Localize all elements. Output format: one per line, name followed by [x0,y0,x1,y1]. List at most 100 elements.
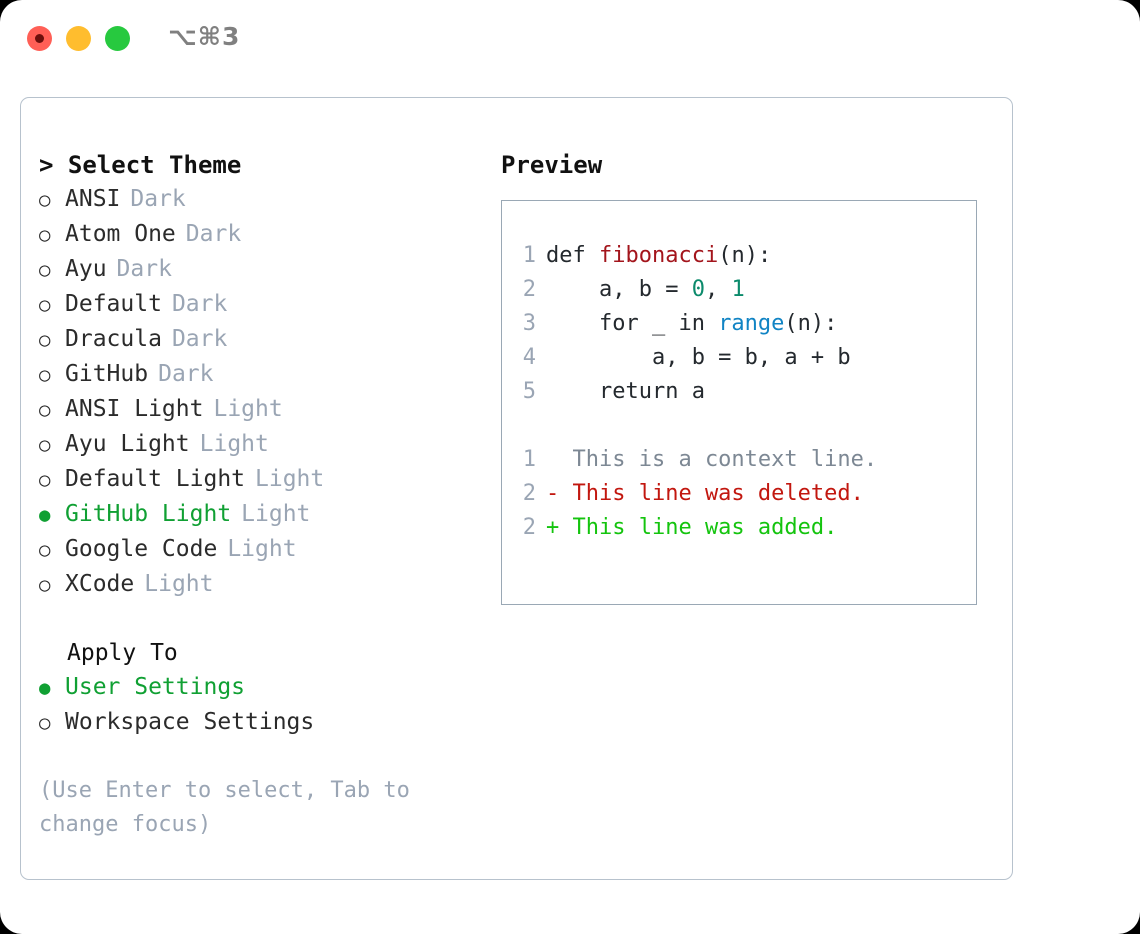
radio-unselected-icon: ○ [39,364,51,386]
code-token-num: 0 [691,277,705,302]
theme-variant-badge: Dark [116,256,172,282]
line-number: 1 [522,243,536,268]
apply-to-option-user-settings[interactable]: ● User Settings [39,670,489,705]
code-line: 1 def fibonacci(n): [502,239,976,273]
radio-unselected-icon: ○ [39,224,51,246]
radio-selected-icon: ● [39,677,51,699]
code-token-fn: fibonacci [598,243,719,268]
radio-unselected-icon: ○ [39,294,51,316]
theme-option-ansi[interactable]: ○ ANSI Dark [39,182,489,217]
diff-line-del: 2- This line was deleted. [502,477,976,511]
code-token-plain: (n): [718,243,772,268]
radio-unselected-icon: ○ [39,574,51,596]
theme-variant-badge: Light [255,466,325,492]
theme-variant-badge: Dark [130,186,186,212]
radio-unselected-icon: ○ [39,189,51,211]
section-spacer [39,602,489,636]
theme-option-default-light[interactable]: ○ Default Light Light [39,462,489,497]
close-window-button[interactable] [27,26,52,51]
theme-variant-badge: Dark [158,361,214,387]
apply-to-option-workspace-settings[interactable]: ○ Workspace Settings [39,705,489,740]
code-line-text: for _ in range(n): [546,307,837,341]
code-token-plain: a, b = [546,277,692,302]
theme-option-label: Default [65,291,162,317]
theme-option-label: Default Light [65,466,246,492]
apply-to-heading: Apply To [67,640,178,666]
select-theme-heading: > Select Theme [39,151,242,179]
diff-line-text: + This line was added. [546,515,838,540]
code-token-plain: return a [546,379,705,404]
theme-option-default[interactable]: ○ Default Dark [39,287,489,322]
theme-variant-badge: Dark [171,291,228,317]
theme-variant-badge: Light [213,396,283,422]
radio-unselected-icon: ○ [39,469,51,491]
apply-to-list[interactable]: ● User Settings ○ Workspace Settings [39,670,489,740]
code-token-plain: , [704,277,732,302]
code-token-plain: (n): [784,311,838,336]
keyboard-shortcut-label: ⌥⌘3 [168,22,241,51]
title-bar: ⌥⌘3 [0,0,1140,78]
theme-option-google-code[interactable]: ○ Google Code Light [39,532,489,567]
diff-line-add: 2 + This line was added. [502,511,976,545]
line-number: 5 [522,379,536,404]
theme-option-label: GitHub [65,361,149,387]
theme-option-label: GitHub Light [65,501,232,527]
code-token-plain: def [546,243,599,268]
theme-variant-badge: Light [227,536,297,562]
maximize-window-button[interactable] [105,26,130,51]
theme-option-github[interactable]: ○ GitHub Dark [39,357,489,392]
radio-unselected-icon: ○ [39,539,51,561]
theme-option-atom-one[interactable]: ○ Atom One Dark [39,217,489,252]
radio-unselected-icon: ○ [39,399,51,421]
theme-option-ansi-light[interactable]: ○ ANSI Light Light [39,392,489,427]
line-number: 2 [522,277,536,302]
theme-option-label: Ayu Light [65,431,190,457]
diff-line-text: This is a context line. [546,447,878,472]
radio-unselected-icon: ○ [39,329,51,351]
code-token-num: 1 [731,277,745,302]
theme-option-dracula[interactable]: ○ Dracula Dark [39,322,489,357]
theme-option-label: Google Code [65,536,218,562]
preview-heading: Preview [501,151,603,179]
diff-line-text: - This line was deleted. [546,481,864,506]
theme-option-label: Ayu [65,256,107,282]
code-line: 3 for _ in range(n): [502,307,976,341]
line-number: 2 [522,515,536,540]
keyboard-hint-text: (Use Enter to select, Tab to change focu… [39,778,410,837]
code-line: 2 a, b = 0, 1 [502,273,976,307]
theme-option-xcode[interactable]: ○ XCode Light [39,567,489,602]
theme-option-label: ANSI [65,186,121,212]
code-token-plain: for _ in [546,311,719,336]
code-line-text: a, b = 0, 1 [546,273,745,307]
theme-variant-badge: Dark [185,221,242,247]
minimize-window-button[interactable] [66,26,91,51]
code-line-text: a, b = b, a + b [546,341,851,375]
apply-to-option-label: User Settings [65,674,246,700]
code-line-text: return a [546,375,705,409]
theme-option-label: XCode [65,571,135,597]
radio-unselected-icon: ○ [39,712,51,734]
theme-option-label: Atom One [65,221,176,247]
line-number: 1 [522,447,536,472]
code-line: 4 a, b = b, a + b [502,341,976,375]
theme-variant-badge: Light [241,501,311,527]
line-number: 4 [522,345,536,370]
theme-variant-badge: Light [144,571,214,597]
code-line-text: def fibonacci(n): [546,239,771,273]
line-number: 3 [522,311,536,336]
theme-option-label: ANSI Light [65,396,204,422]
theme-variant-badge: Dark [171,326,228,352]
code-diff-separator [502,409,976,443]
theme-option-label: Dracula [65,326,162,352]
apply-to-option-label: Workspace Settings [65,709,315,735]
code-token-call: range [718,311,785,336]
